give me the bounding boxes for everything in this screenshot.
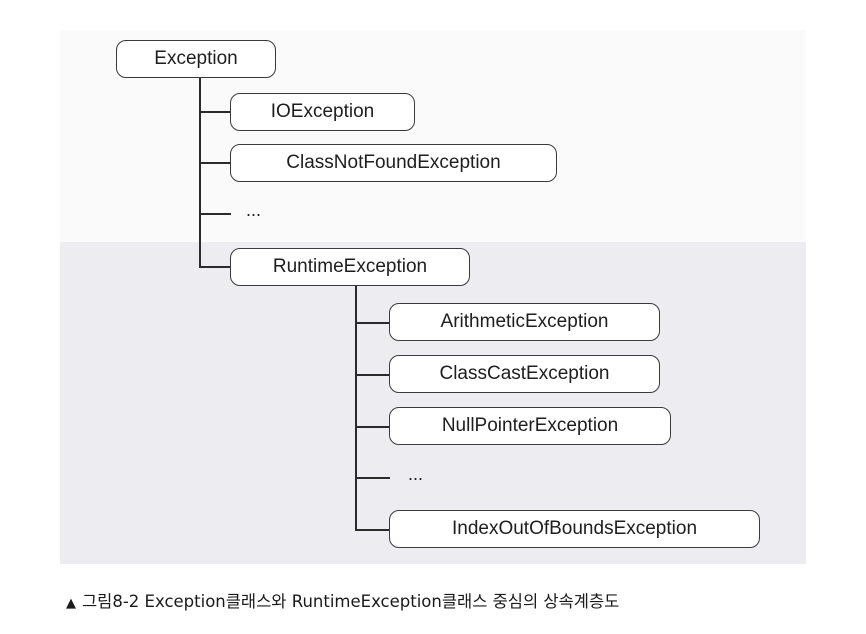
connector-trunk-root: [199, 76, 201, 267]
caption-text: 그림8-2 Exception클래스와 RuntimeException클래스 …: [82, 592, 620, 611]
node-classnotfoundexception: ClassNotFoundException: [230, 144, 557, 182]
node-classcastexception: ClassCastException: [389, 355, 660, 393]
caption-marker-icon: ▲: [66, 596, 76, 611]
connector-branch-indexoutofbounds: [355, 529, 390, 531]
node-indexoutofboundsexception: IndexOutOfBoundsException: [389, 510, 760, 548]
node-ioexception: IOException: [230, 93, 415, 131]
node-ellipsis-level1: ...: [246, 200, 262, 220]
node-nullpointerexception: NullPointerException: [389, 407, 671, 445]
connector-branch-ellipsis-2: [355, 477, 390, 479]
connector-branch-ioexception: [199, 111, 231, 113]
connector-branch-classcast: [355, 374, 390, 376]
connector-branch-runtime: [199, 266, 231, 268]
connector-branch-ellipsis-1: [199, 213, 231, 215]
node-runtimeexception: RuntimeException: [230, 248, 470, 286]
connector-branch-arithmetic: [355, 322, 390, 324]
node-arithmeticexception: ArithmeticException: [389, 303, 660, 341]
node-exception: Exception: [116, 40, 276, 78]
connector-branch-classnotfound: [199, 162, 231, 164]
figure-caption: ▲ 그림8-2 Exception클래스와 RuntimeException클래스…: [66, 588, 619, 612]
connector-branch-nullpointer: [355, 426, 390, 428]
connector-trunk-runtime: [355, 286, 357, 530]
node-ellipsis-runtime: ...: [408, 464, 424, 484]
